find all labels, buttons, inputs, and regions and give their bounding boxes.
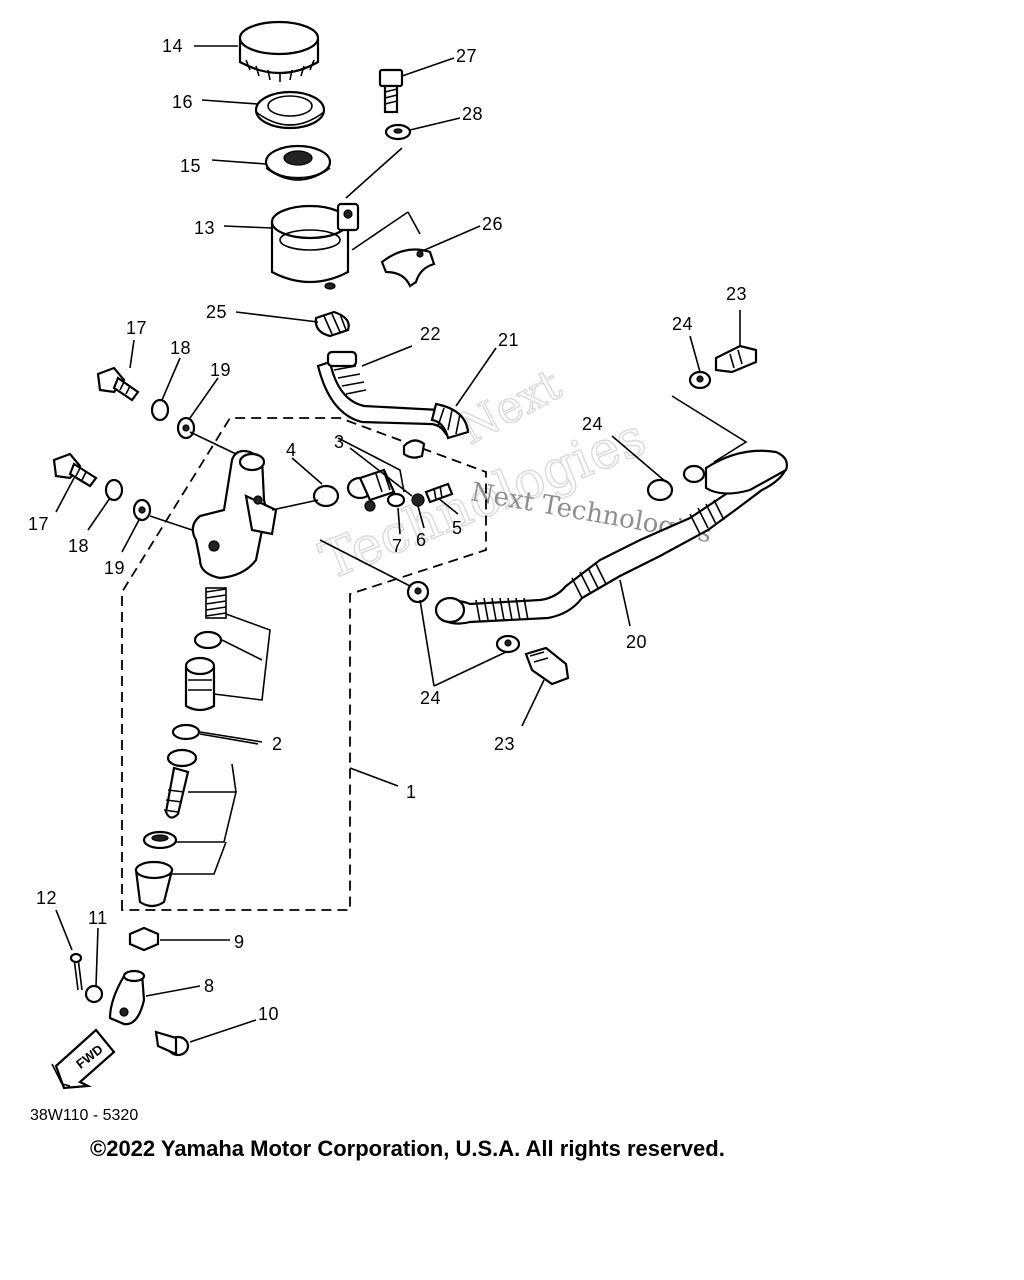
reservoir-bolt: [378, 68, 404, 114]
piston-assembly: [134, 587, 227, 908]
callout-8: 8: [204, 976, 215, 996]
callout-27: 27: [456, 46, 477, 66]
callout-20: 20: [626, 632, 647, 652]
callout-5: 5: [452, 518, 463, 538]
callout-18-lower: 18: [68, 536, 89, 556]
spring-washer-lower: [104, 478, 124, 502]
callout-17-lower: 17: [28, 514, 49, 534]
small-screw: [424, 482, 454, 504]
spring-washer-upper: [150, 398, 170, 422]
callout-13: 13: [194, 218, 215, 238]
callout-23-lower: 23: [494, 734, 515, 754]
diagram-reference-code: 38W110 - 5320: [30, 1107, 138, 1124]
fitting-washer: [386, 492, 406, 508]
callout-24-lower: 24: [420, 688, 441, 708]
diaphragm-holder: [254, 90, 326, 130]
leader-lines: [55, 45, 748, 1043]
washer-right: [682, 464, 706, 484]
callout-2: 2: [272, 734, 283, 754]
callout-3: 3: [334, 432, 345, 452]
plain-washer-upper: [176, 416, 196, 440]
callout-19-upper: 19: [210, 360, 231, 380]
union-bolt-lower: [524, 646, 570, 686]
fwd-arrow-icon: FWD: [51, 1028, 116, 1090]
screw-washer: [411, 493, 425, 507]
callout-18-upper: 18: [170, 338, 191, 358]
plain-washer-lower: [132, 498, 152, 522]
diaphragm: [264, 144, 332, 181]
callout-10: 10: [258, 1004, 279, 1024]
washer-lower: [495, 634, 521, 654]
callout-24-upper: 24: [672, 314, 693, 334]
hose-joint: [314, 310, 350, 338]
callout-15: 15: [180, 156, 201, 176]
assembly-outline: [121, 417, 487, 911]
cotter-pin-washer: [84, 984, 104, 1004]
callout-17-upper: 17: [126, 318, 147, 338]
callout-7: 7: [392, 536, 403, 556]
reservoir-bracket: [380, 248, 436, 288]
clip: [402, 439, 426, 459]
callout-23-upper: 23: [726, 284, 747, 304]
callout-19-lower: 19: [104, 558, 125, 578]
brake-hose: [434, 449, 788, 625]
callout-25: 25: [206, 302, 227, 322]
callout-22: 22: [420, 324, 441, 344]
copyright-notice: ©2022 Yamaha Motor Corporation, U.S.A. A…: [90, 1136, 725, 1161]
callout-26: 26: [482, 214, 503, 234]
reservoir-washer: [384, 123, 412, 141]
mount-bolt-upper: [96, 366, 140, 402]
callout-labels: 14 16 15 13 27 28 26 25 22 21 23 24 24 1…: [28, 36, 747, 1024]
clevis: [108, 969, 146, 1026]
callout-24-right: 24: [582, 414, 603, 434]
callout-9: 9: [234, 932, 245, 952]
cotter-pin: [69, 952, 83, 991]
callout-28: 28: [462, 104, 483, 124]
nut: [128, 926, 160, 952]
callout-4: 4: [286, 440, 297, 460]
washer-middle: [406, 580, 430, 604]
union-bolt-upper: [714, 344, 758, 374]
callout-21: 21: [498, 330, 519, 350]
callout-6: 6: [416, 530, 427, 550]
callout-12: 12: [36, 888, 57, 908]
reservoir-hose: [316, 350, 470, 440]
callout-14: 14: [162, 36, 183, 56]
reservoir-body: [270, 202, 360, 290]
master-cylinder-body: [191, 449, 278, 580]
clevis-pin: [154, 1030, 190, 1057]
washer-upper: [688, 370, 712, 390]
callout-1: 1: [406, 782, 417, 802]
callout-11: 11: [88, 908, 108, 928]
o-ring: [312, 484, 340, 508]
reservoir-cap: [238, 20, 320, 82]
callout-16: 16: [172, 92, 193, 112]
mount-bolt-lower: [52, 452, 98, 488]
